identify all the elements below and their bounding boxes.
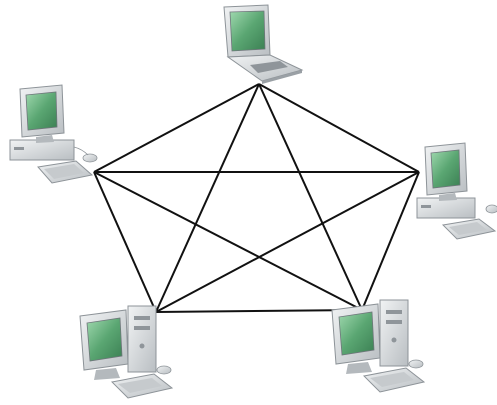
- link-line: [155, 171, 420, 313]
- desktop-computer-icon: [416, 142, 497, 240]
- tower-computer-icon: [79, 305, 174, 399]
- link-line: [258, 83, 420, 173]
- laptop-icon: [223, 4, 304, 84]
- link-line: [155, 309, 363, 313]
- link-line: [93, 83, 260, 173]
- tower-computer-icon: [331, 299, 426, 393]
- link-line: [258, 83, 363, 311]
- link-line: [93, 171, 157, 313]
- link-line: [155, 83, 260, 313]
- link-line: [361, 171, 420, 311]
- desktop-computer-icon: [9, 84, 98, 184]
- link-line: [93, 171, 363, 311]
- links-layer: [93, 83, 420, 313]
